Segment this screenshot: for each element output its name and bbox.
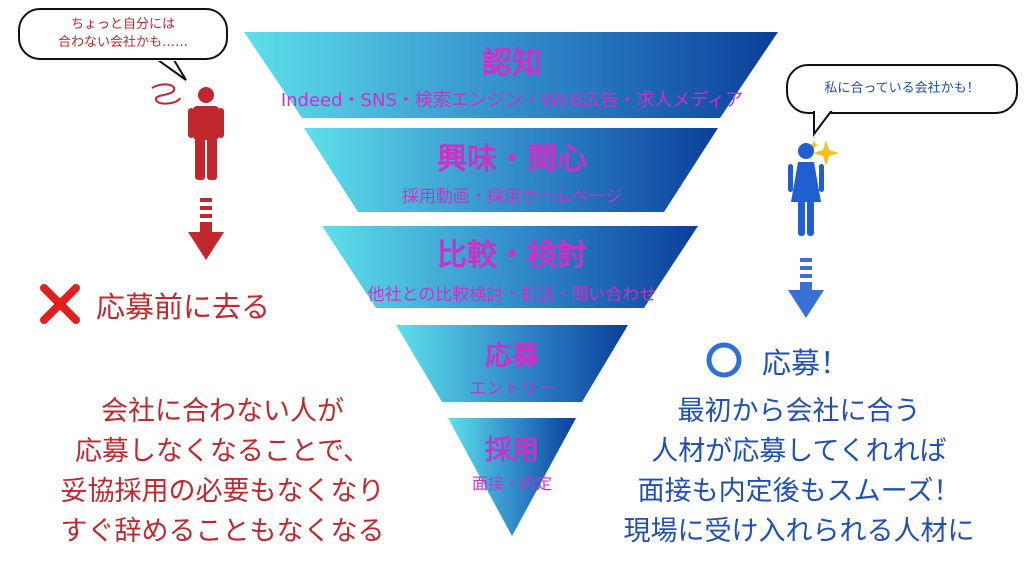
right-down-arrow-icon: [788, 258, 824, 318]
right-speech-bubble: 私に合っている会社かも！: [786, 64, 1018, 114]
right-line-4: 現場に受け入れられる人材に: [623, 516, 975, 547]
left-bubble-tail: [156, 60, 187, 81]
funnel-stage-5-shape: [448, 418, 576, 536]
stage-1-title: 認知: [482, 46, 542, 81]
left-bubble-line-1: ちょっと自分には: [70, 17, 175, 32]
stage-1-subtitle: Indeed・SNS・検索エンジン・WEB広告・求人メディア: [280, 90, 744, 111]
stage-5-title: 採用: [485, 435, 539, 466]
man-icon: [188, 87, 224, 180]
left-bubble-line-2: 合わない会社かも……: [57, 35, 188, 50]
funnel-stage-4-shape: [396, 325, 628, 402]
sparkle-icon: [809, 140, 839, 166]
stage-4-subtitle: エントリー: [469, 379, 555, 399]
right-line-2: 人材が応募してくれれば: [651, 436, 947, 467]
right-explanation: 最初から会社に合う 人材が応募してくれれば 面接も内定後もスムーズ！ 現場に受け…: [584, 392, 1014, 552]
cross-mark-icon: [40, 284, 80, 324]
right-bubble-tail: [812, 110, 834, 137]
left-outcome-text: 応募前に去る: [96, 290, 271, 324]
right-line-1: 最初から会社に合う: [677, 396, 921, 427]
stage-5-subtitle: 面接・内定: [471, 474, 552, 493]
right-bubble-text: 私に合っている会社かも！: [824, 81, 980, 96]
stage-2-subtitle: 採用動画・採用ホームページ: [401, 187, 623, 207]
confused-scribble-icon: [151, 83, 181, 105]
left-line-2: 応募しなくなることで、: [74, 436, 371, 467]
circle-mark-icon: [706, 342, 742, 378]
left-down-arrow-icon: [188, 198, 224, 260]
stage-2-title: 興味・関心: [437, 142, 587, 177]
funnel-stage-3-shape: [322, 226, 698, 308]
left-speech-bubble: ちょっと自分には 合わない会社かも……: [18, 8, 228, 60]
funnel-stage-2-shape: [304, 128, 718, 212]
funnel-stage-1-shape: [244, 32, 778, 118]
right-line-3: 面接も内定後もスムーズ！: [637, 476, 961, 507]
left-line-4: すぐ辞めることもなくなる: [60, 516, 385, 547]
stage-4-title: 応募: [485, 341, 539, 372]
left-explanation: 会社に合わない人が 応募しなくなることで、 妥協採用の必要もなくなり すぐ辞める…: [0, 392, 445, 552]
left-line-3: 妥協採用の必要もなくなり: [60, 476, 385, 507]
stage-3-subtitle: 他社との比較検討・相談・問い合わせ: [367, 285, 657, 305]
woman-icon: [788, 143, 824, 236]
right-outcome-text: 応募！: [762, 346, 850, 380]
stage-3-title: 比較・検討: [437, 238, 587, 273]
left-line-1: 会社に合わない人が: [101, 396, 344, 427]
